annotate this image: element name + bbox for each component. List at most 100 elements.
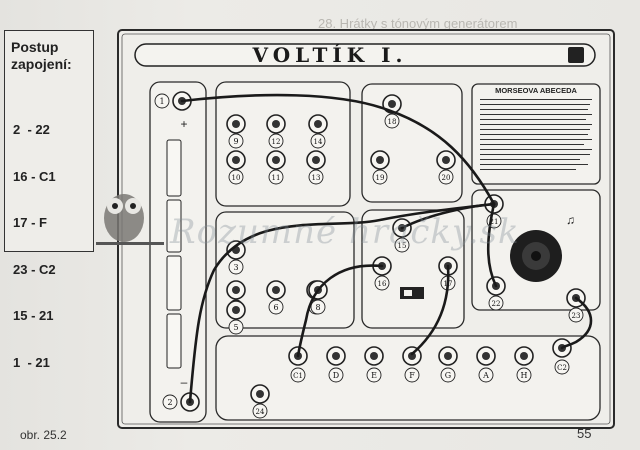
terminal-label: E — [371, 371, 377, 380]
transistor-panel — [361, 209, 465, 329]
wire-16-c1 — [296, 264, 384, 358]
terminal-label-badge — [268, 133, 284, 149]
terminal-hole — [520, 352, 528, 360]
terminal-label-badge — [404, 367, 420, 383]
terminal-label: F — [409, 371, 415, 380]
terminal-label-badge — [328, 367, 344, 383]
terminal-label: G — [445, 371, 451, 380]
terminal-hole — [272, 286, 280, 294]
terminal-label: 2 — [167, 398, 172, 407]
morse-title: MORSEOVA ABECEDA — [495, 86, 577, 95]
wires — [180, 93, 593, 404]
terminal-label-badge — [162, 394, 178, 410]
terminal-label-badge — [554, 359, 570, 375]
terminal-label-badge — [268, 299, 284, 315]
terminal-label-badge — [372, 169, 388, 185]
terminal-label-badge — [568, 307, 584, 323]
wire-15-21 — [400, 202, 496, 230]
step-item: 17 - F — [13, 215, 47, 230]
music-note-icon: ♫ — [566, 213, 575, 227]
terminal-label: A — [482, 371, 489, 380]
terminal-hole — [232, 306, 240, 314]
terminal-label-badge — [310, 133, 326, 149]
terminal-label-badge — [478, 367, 494, 383]
terminal-hole — [314, 120, 322, 128]
figure-label: obr. 25.2 — [20, 428, 67, 442]
terminal-label-badge — [228, 133, 244, 149]
terminal-hole — [376, 156, 384, 164]
morse-chart — [480, 99, 592, 170]
terminal-label-badge — [308, 169, 324, 185]
terminal-label: 22 — [492, 300, 501, 308]
page-number: 55 — [577, 426, 592, 441]
watermark-text: Rozumné hračky.sk — [170, 212, 520, 252]
terminal-hole — [442, 156, 450, 164]
wiring-steps-box: Postup zapojení: 2 - 22 16 - C1 17 - F 2… — [4, 30, 94, 370]
terminal-label: 14 — [314, 138, 323, 146]
step-item: 15 - 21 — [13, 308, 54, 323]
terminal-label: 21 — [490, 218, 499, 226]
step-item: 1 - 21 — [13, 354, 50, 370]
wire-1-21 — [180, 93, 496, 206]
terminal-label: C1 — [293, 372, 303, 380]
terminal-label-badge — [268, 169, 284, 185]
terminal-hole — [444, 352, 452, 360]
terminal-hole — [232, 120, 240, 128]
terminal-label: 18 — [388, 118, 397, 126]
terminal-label-badge — [228, 259, 244, 275]
battery-icon — [166, 139, 182, 369]
terminal-label: 12 — [272, 138, 281, 146]
terminal-hole — [312, 156, 320, 164]
terminal-label: 23 — [572, 312, 581, 320]
step-item: 2 - 22 — [13, 122, 50, 137]
terminal-hole — [256, 390, 264, 398]
battery-plus: + — [180, 117, 187, 131]
step-item: 16 - C1 — [13, 168, 56, 184]
terminal-label-badge — [394, 237, 410, 253]
terminal-hole — [388, 100, 396, 108]
terminal-label: H — [521, 371, 528, 380]
terminal-label: 11 — [272, 174, 281, 182]
terminal-label: D — [333, 371, 339, 380]
background-heading: 28. Hrátky s tónovým generátorem — [318, 16, 518, 31]
terminal-label: 20 — [442, 174, 451, 182]
terminal-label: 24 — [256, 408, 265, 416]
terminal-label-badge — [374, 275, 390, 291]
terminal-label-badge — [488, 295, 504, 311]
terminal-label-badge — [438, 169, 454, 185]
terminal-hole — [332, 352, 340, 360]
terminal-label: 6 — [273, 303, 278, 312]
terminal-hole — [272, 156, 280, 164]
battery-minus: – — [181, 375, 188, 389]
terminal-label: 8 — [315, 303, 320, 312]
terminal-hole — [232, 286, 240, 294]
terminal-hole — [482, 352, 490, 360]
terminal-label: 15 — [398, 242, 407, 250]
wire-21-22 — [486, 202, 498, 288]
potentiometer-panel — [361, 83, 463, 203]
terminal-label: 9 — [233, 137, 238, 146]
terminal-label-badge — [228, 169, 244, 185]
steps-title-line2: zapojení: — [11, 56, 72, 72]
terminal-label: 1 — [159, 97, 164, 106]
terminal-label-badge — [290, 367, 306, 383]
terminal-hole — [272, 120, 280, 128]
terminal-label-badge — [366, 367, 382, 383]
wire-23-c2 — [560, 296, 593, 350]
terminal-label: 5 — [233, 323, 238, 332]
steps-list: 2 - 22 16 - C1 17 - F 23 - C2 15 - 21 1 … — [13, 91, 56, 401]
terminal-hole — [408, 352, 416, 360]
terminal-hole — [370, 352, 378, 360]
terminal-label: 19 — [376, 174, 385, 182]
terminal-label: 3 — [233, 263, 238, 272]
owl-logo-icon — [96, 194, 164, 245]
terminal-label-badge — [154, 93, 170, 109]
steps-title-line1: Postup — [11, 39, 59, 55]
terminal-label-badge — [228, 319, 244, 335]
terminal-label-badge — [384, 113, 400, 129]
terminal-hole — [232, 156, 240, 164]
terminal-label-badge — [310, 299, 326, 315]
terminal-label-badge — [440, 367, 456, 383]
